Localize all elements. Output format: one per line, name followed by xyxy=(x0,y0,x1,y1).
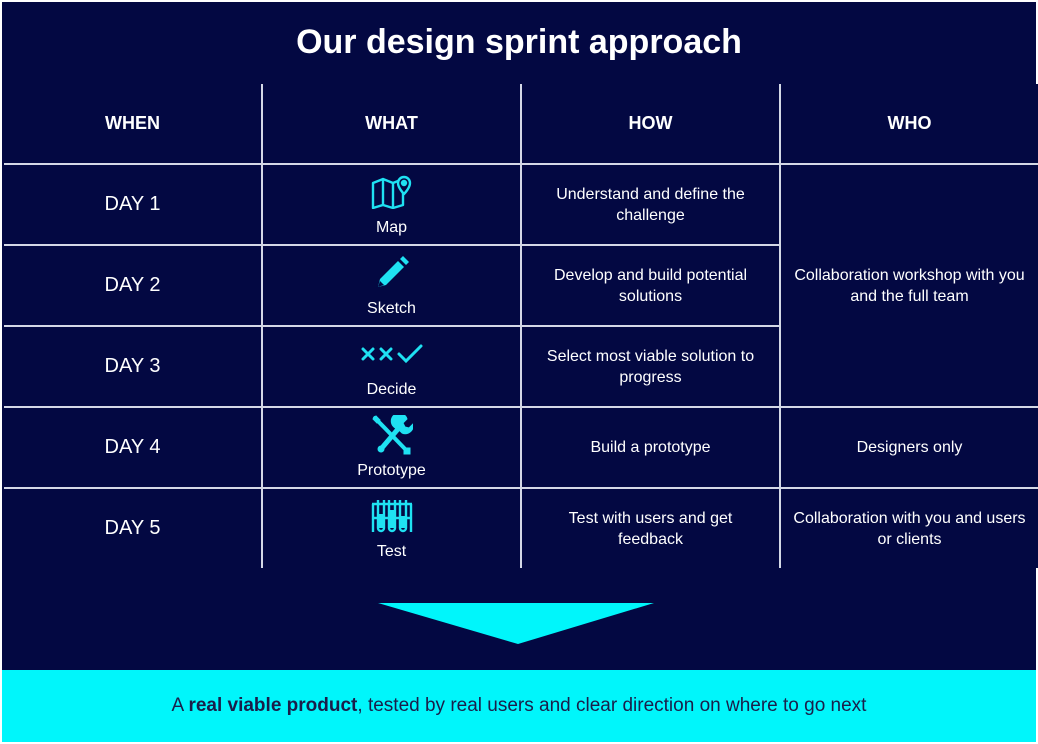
day-2-what: Sketch xyxy=(263,246,520,325)
wrench-screwdriver-icon xyxy=(371,415,413,455)
day-1-how: Understand and define the challenge xyxy=(522,165,779,244)
day-1-what: Map xyxy=(263,165,520,244)
what-label: Test xyxy=(376,543,407,560)
header-when: WHEN xyxy=(4,84,261,163)
day-4-who: Designers only xyxy=(781,408,1038,487)
outcome-prefix: A xyxy=(171,695,189,716)
header-what: WHAT xyxy=(263,84,520,163)
outcome-suffix: , tested by real users and clear directi… xyxy=(357,695,867,716)
map-icon xyxy=(371,173,413,211)
sprint-table: WHEN WHAT HOW WHO DAY 1 Map Understand a… xyxy=(4,84,1038,568)
day-2-how: Develop and build potential solutions xyxy=(522,246,779,325)
day-5-what: Test xyxy=(263,489,520,568)
diagram-title: Our design sprint approach xyxy=(296,22,742,61)
day-5-who: Collaboration with you and users or clie… xyxy=(781,489,1038,568)
down-arrow-icon xyxy=(378,603,654,644)
day-2-when: DAY 2 xyxy=(4,246,261,325)
header-how: HOW xyxy=(522,84,779,163)
day-1-when: DAY 1 xyxy=(4,165,261,244)
outcome-emphasis: real viable product xyxy=(188,695,358,716)
day-3-what: Decide xyxy=(263,327,520,406)
day-5-when: DAY 5 xyxy=(4,489,261,568)
header-who: WHO xyxy=(781,84,1038,163)
outcome-banner: A real viable product, tested by real us… xyxy=(2,670,1036,742)
day-4-what: Prototype xyxy=(263,408,520,487)
day-3-how: Select most viable solution to progress xyxy=(522,327,779,406)
test-tubes-icon xyxy=(370,497,414,535)
who-days-1-3: Collaboration workshop with you and the … xyxy=(781,165,1038,406)
day-4-how: Build a prototype xyxy=(522,408,779,487)
what-label: Sketch xyxy=(367,300,416,317)
arrow-area xyxy=(2,568,1036,670)
pencil-icon xyxy=(374,254,410,292)
what-label: Decide xyxy=(366,381,417,398)
day-4-when: DAY 4 xyxy=(4,408,261,487)
cross-cross-check-icon xyxy=(359,335,425,373)
day-3-when: DAY 3 xyxy=(4,327,261,406)
day-5-how: Test with users and get feedback xyxy=(522,489,779,568)
what-label: Map xyxy=(375,219,408,236)
what-label: Prototype xyxy=(357,462,426,479)
